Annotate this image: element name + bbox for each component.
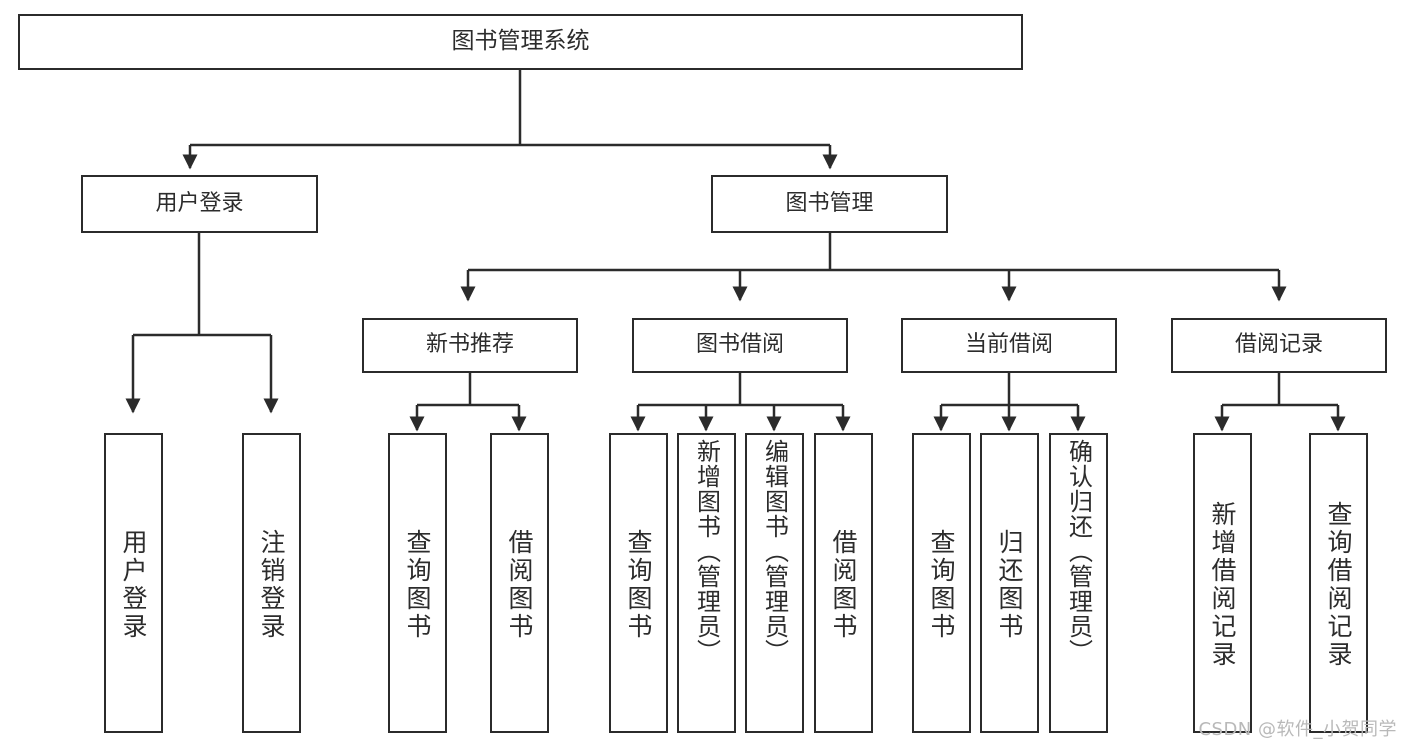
node-leaf-edit-book-label: 编辑图书（管理员） <box>760 439 789 664</box>
node-leaf-add-book-label: 新增图书（管理员） <box>692 439 721 664</box>
node-leaf-confirm-return[interactable]: 确认归还（管理员） <box>1049 433 1108 733</box>
node-current-borrow[interactable]: 当前借阅 <box>901 318 1117 373</box>
node-book-borrow[interactable]: 图书借阅 <box>632 318 848 373</box>
node-user-login-label: 用户登录 <box>155 190 244 216</box>
node-leaf-query-book-2[interactable]: 查询图书 <box>609 433 668 733</box>
node-book-manage[interactable]: 图书管理 <box>711 175 948 233</box>
node-leaf-query-record-label: 查询借阅记录 <box>1324 501 1353 669</box>
node-current-borrow-label: 当前借阅 <box>964 332 1053 358</box>
node-book-borrow-label: 图书借阅 <box>695 332 784 358</box>
node-root-label: 图书管理系统 <box>451 28 590 55</box>
node-leaf-edit-book[interactable]: 编辑图书（管理员） <box>745 433 804 733</box>
node-leaf-user-login-label: 用户登录 <box>119 529 148 641</box>
node-new-book-rec-label: 新书推荐 <box>425 332 514 358</box>
node-book-manage-label: 图书管理 <box>785 190 874 216</box>
node-leaf-borrow-book-1[interactable]: 借阅图书 <box>490 433 549 733</box>
node-root[interactable]: 图书管理系统 <box>18 14 1023 70</box>
watermark-text: CSDN @软件_小贺同学 <box>1198 719 1397 740</box>
node-leaf-add-record[interactable]: 新增借阅记录 <box>1193 433 1252 733</box>
node-leaf-logout-login-label: 注销登录 <box>257 529 286 641</box>
node-leaf-add-record-label: 新增借阅记录 <box>1208 501 1237 669</box>
node-leaf-borrow-book-2-label: 借阅图书 <box>829 529 858 641</box>
node-leaf-query-book-3-label: 查询图书 <box>927 529 956 641</box>
node-borrow-record-label: 借阅记录 <box>1234 332 1323 358</box>
node-leaf-borrow-book-2[interactable]: 借阅图书 <box>814 433 873 733</box>
node-leaf-user-login[interactable]: 用户登录 <box>104 433 163 733</box>
node-borrow-record[interactable]: 借阅记录 <box>1171 318 1387 373</box>
node-leaf-query-book-3[interactable]: 查询图书 <box>912 433 971 733</box>
node-leaf-logout-login[interactable]: 注销登录 <box>242 433 301 733</box>
node-leaf-query-book-1-label: 查询图书 <box>403 529 432 641</box>
node-leaf-query-record[interactable]: 查询借阅记录 <box>1309 433 1368 733</box>
node-leaf-query-book-1[interactable]: 查询图书 <box>388 433 447 733</box>
node-new-book-rec[interactable]: 新书推荐 <box>362 318 578 373</box>
node-leaf-return-book[interactable]: 归还图书 <box>980 433 1039 733</box>
node-leaf-return-book-label: 归还图书 <box>995 529 1024 641</box>
node-leaf-add-book[interactable]: 新增图书（管理员） <box>677 433 736 733</box>
node-leaf-confirm-return-label: 确认归还（管理员） <box>1064 439 1093 664</box>
node-leaf-borrow-book-1-label: 借阅图书 <box>505 529 534 641</box>
node-leaf-query-book-2-label: 查询图书 <box>624 529 653 641</box>
node-user-login[interactable]: 用户登录 <box>81 175 318 233</box>
